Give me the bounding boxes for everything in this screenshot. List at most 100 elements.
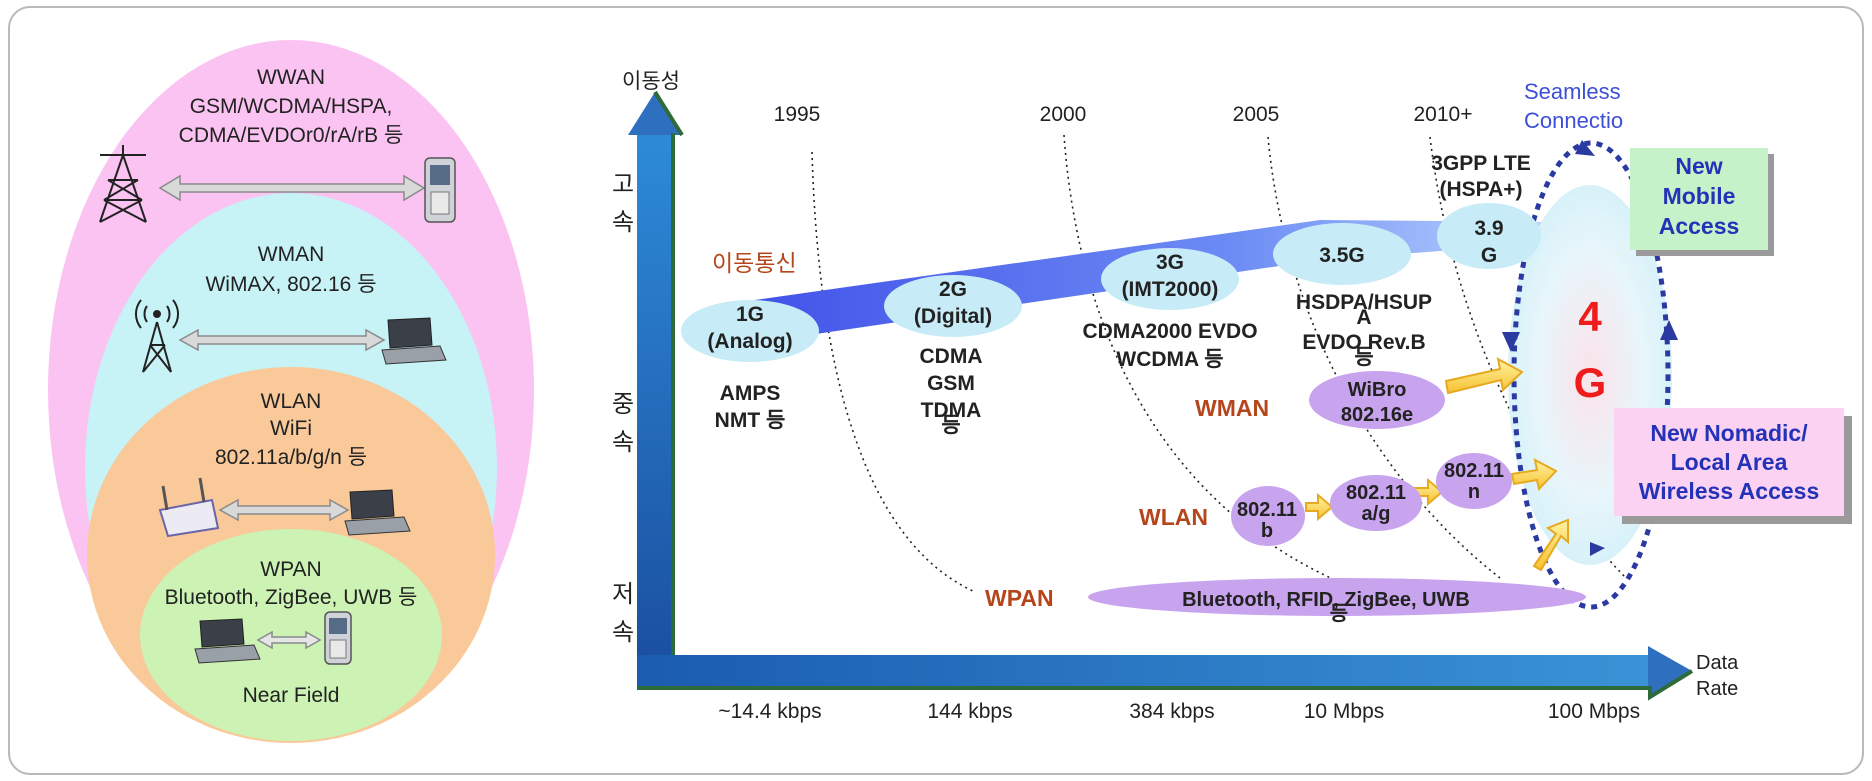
generation-bubbles <box>681 203 1541 362</box>
n-2: n <box>1468 481 1480 503</box>
year-2005: 2005 <box>1233 103 1280 126</box>
wlan-label: WLAN <box>1139 504 1208 530</box>
new-mobile-1: New <box>1675 153 1722 179</box>
x-tick-3: 384 kbps <box>1129 700 1214 723</box>
1g-bubble <box>681 300 819 362</box>
b-to-ag-arrow <box>1305 492 1334 522</box>
wwan-tower-icon <box>99 145 147 223</box>
wwan-line2: CDMA/EVDOr0/rA/rB 등 <box>179 124 404 147</box>
y-high-2: 속 <box>612 209 634 236</box>
y-low-1: 저 <box>612 581 634 608</box>
wpan-ellipse <box>140 529 442 741</box>
nomadic-3: Wireless Access <box>1639 478 1820 504</box>
wlan-title: WLAN <box>261 390 322 413</box>
wman-link-arrow <box>178 328 386 352</box>
phone-icon-2 <box>324 611 352 665</box>
wwan-title: WWAN <box>257 66 325 89</box>
laptop-icon-2 <box>344 489 411 536</box>
wibro-1: WiBro <box>1348 379 1407 401</box>
near-field-label: Near Field <box>243 684 340 707</box>
wlan-line2: 802.11a/b/g/n 등 <box>215 446 367 469</box>
3g-sub: (IMT2000) <box>1122 278 1219 301</box>
generation-notes: AMPS NMT 등 CDMA GSM TDMA 등 CDMA2000 EVDO… <box>715 291 1432 437</box>
lavender-bubbles <box>1088 371 1586 616</box>
wpan-bubble-suffix: 등 <box>1330 603 1348 625</box>
39g-title: 3.9 <box>1474 217 1503 240</box>
lavender-bubble-labels: WiBro 802.16e 802.11 b 802.11 a/g 802.11… <box>1182 379 1504 625</box>
antenna-tower-icon <box>134 299 180 373</box>
era-line-1995 <box>811 151 976 593</box>
yellow-arrows <box>1305 357 1569 572</box>
wibro-2: 802.16e <box>1341 404 1413 426</box>
y-axis-title: 이동성 <box>622 70 680 93</box>
ag-1: 802.11 <box>1346 482 1406 504</box>
ag-2: a/g <box>1362 503 1391 525</box>
new-nomadic-box: New Nomadic/ Local Area Wireless Access <box>1614 408 1852 524</box>
1g-sub: (Analog) <box>707 330 792 353</box>
wibro-to-4g-arrow <box>1444 357 1524 395</box>
3g-note-2: WCDMA 등 <box>1116 348 1223 371</box>
wwan-line1: GSM/WCDMA/HSPA, <box>190 95 393 118</box>
4g-label: 4 G <box>1574 293 1607 406</box>
x-tick-1: ~14.4 kbps <box>718 700 821 723</box>
1g-note-1: AMPS <box>720 382 781 405</box>
35g-bubble <box>1273 223 1411 285</box>
35g-note-4: 등 <box>1354 346 1373 369</box>
35g-note-2: A <box>1356 306 1371 329</box>
x-tick-4: 10 Mbps <box>1304 700 1385 723</box>
wpan-label: WPAN <box>985 585 1054 611</box>
n-to-4g-arrow <box>1510 458 1558 492</box>
wpan-line1: Bluetooth, ZigBee, UWB 등 <box>165 586 418 609</box>
x-tick-2: 144 kbps <box>927 700 1012 723</box>
new-mobile-access-box: New Mobile Access <box>1630 148 1774 256</box>
loop-arrowheads <box>1502 140 1678 556</box>
b-1: 802.11 <box>1237 499 1297 521</box>
35g-title: 3.5G <box>1319 244 1365 267</box>
wlan-line1: WiFi <box>270 417 312 440</box>
3g-title: 3G <box>1156 251 1184 274</box>
wlan-link-arrow <box>218 498 350 522</box>
2g-note-2: GSM <box>927 372 975 395</box>
seamless-1: Seamless <box>1524 79 1621 104</box>
35g-note-1: HSDPA/HSUP <box>1296 291 1432 314</box>
y-high-1: 고 <box>612 171 634 198</box>
2g-sub: (Digital) <box>914 305 992 328</box>
39g-bubble <box>1437 203 1541 269</box>
n-1: 802.11 <box>1444 460 1504 482</box>
80211n-bubble <box>1436 453 1512 509</box>
3g-note-1: CDMA2000 EVDO <box>1082 320 1257 343</box>
router-icon <box>158 477 220 538</box>
y-axis-arrow <box>628 90 684 668</box>
wpan-bubble <box>1088 578 1586 616</box>
category-labels: 이동통신 WMAN WLAN WPAN <box>712 250 1269 611</box>
new-mobile-2: Mobile <box>1663 183 1736 209</box>
2g-title: 2G <box>939 278 967 301</box>
80211ag-bubble <box>1330 475 1422 531</box>
wwan-link-arrow <box>158 174 426 202</box>
phone-icon <box>424 157 456 223</box>
year-2010: 2010+ <box>1414 103 1473 126</box>
b-2: b <box>1261 520 1273 542</box>
nomadic-1: New Nomadic/ <box>1650 420 1808 446</box>
x-axis-arrow <box>637 646 1694 701</box>
wpan-bubble-text: Bluetooth, RFID, ZigBee, UWB <box>1182 589 1470 611</box>
2g-note-1: CDMA <box>920 345 983 368</box>
4g-digit: 4 <box>1578 293 1602 340</box>
1g-title: 1G <box>736 303 764 326</box>
x-axis-title-2: Rate <box>1696 678 1738 700</box>
y-low-2: 속 <box>612 619 634 646</box>
35g-note-3: EVDO Rev.B <box>1302 331 1425 354</box>
wpan-title: WPAN <box>260 558 321 581</box>
wman-label: WMAN <box>1195 395 1269 421</box>
1g-note-2: NMT 등 <box>715 409 786 432</box>
3g-bubble <box>1101 248 1239 310</box>
wibro-bubble <box>1309 371 1445 429</box>
wpan-to-4g-arrow <box>1532 518 1569 572</box>
new-mobile-3: Access <box>1659 213 1740 239</box>
wpan-link-arrow <box>256 630 322 650</box>
2g-bubble <box>884 275 1022 337</box>
x-axis-title-1: Data <box>1696 652 1739 674</box>
y-mid-2: 속 <box>612 429 634 456</box>
y-mid-1: 중 <box>612 391 634 418</box>
